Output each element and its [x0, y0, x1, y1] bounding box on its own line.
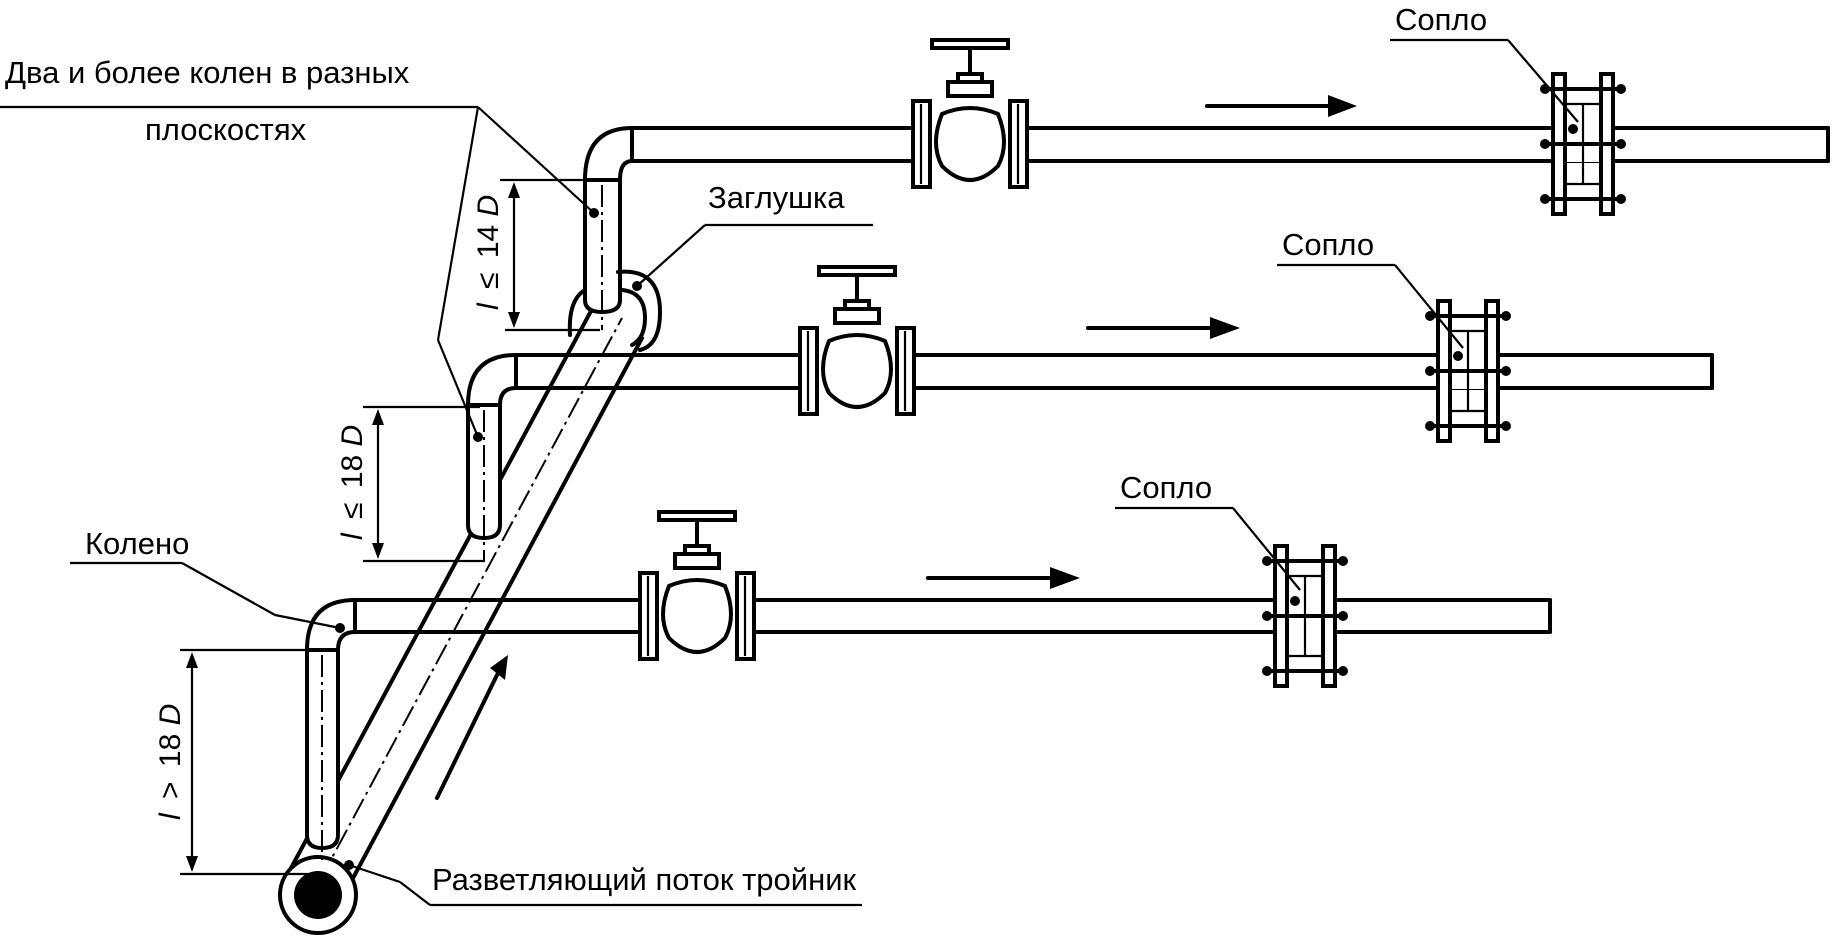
- lower-elbow: [305, 598, 357, 652]
- callout-elbow: Колено: [70, 526, 341, 630]
- flow-arrow-diagonal: [435, 655, 508, 800]
- dimension-middle: l ≤ 18 D: [336, 405, 485, 563]
- tee-fitting: [278, 855, 358, 935]
- dim-middle-rel: ≤: [336, 503, 369, 519]
- valve-top: [911, 38, 1029, 189]
- callout-nozzle-bottom: Сопло: [1115, 470, 1301, 591]
- middle-elbow: [466, 353, 518, 442]
- svg-text:l > 18 D: l > 18 D: [154, 704, 187, 820]
- callout-two-bends: Два и более колен в разных плоскостях: [0, 55, 595, 438]
- callout-tee: Разветляющий поток тройник: [344, 860, 862, 907]
- upper-riser: [583, 178, 622, 330]
- dimension-upper: l ≤ 14 D: [472, 178, 620, 332]
- middle-riser: [466, 403, 502, 560]
- callout-nozzle-middle: Сопло: [1277, 227, 1464, 349]
- valve-middle: [798, 265, 916, 416]
- flow-arrow-middle: [1086, 317, 1240, 339]
- top-branch-pipe: [630, 126, 1830, 163]
- label-plug: Заглушка: [708, 180, 845, 215]
- dim-upper-rel: ≤: [472, 273, 505, 289]
- nozzle-middle: [1425, 299, 1511, 443]
- dim-upper-value: 14: [472, 225, 505, 258]
- dim-lower-rel: >: [154, 781, 187, 799]
- label-tee: Разветляющий поток тройник: [432, 862, 857, 897]
- label-elbow: Колено: [85, 526, 189, 561]
- label-nozzle-middle: Сопло: [1282, 227, 1374, 262]
- nozzle-bottom: [1262, 544, 1348, 688]
- bottom-branch-pipe: [353, 598, 1552, 634]
- main-diagonal-pipe: [288, 296, 644, 882]
- label-nozzle-top: Сопло: [1395, 2, 1487, 37]
- dim-upper-var: l: [472, 302, 505, 310]
- nozzles: [1262, 72, 1626, 688]
- dim-lower-var: l: [154, 812, 187, 820]
- label-nozzle-bottom: Сопло: [1120, 470, 1212, 505]
- dim-lower-value: 18: [154, 734, 187, 767]
- callout-nozzle-top: Сопло: [1390, 2, 1579, 123]
- valves: [638, 38, 1029, 661]
- nozzle-top: [1540, 72, 1626, 216]
- svg-text:l ≤ 18 D: l ≤ 18 D: [336, 425, 369, 540]
- dim-lower-unit: D: [154, 704, 187, 726]
- flow-arrow-bottom: [926, 567, 1080, 589]
- lower-riser: [305, 648, 340, 860]
- upper-elbow: [583, 126, 634, 218]
- dim-middle-unit: D: [336, 425, 369, 447]
- svg-text:l ≤ 14 D: l ≤ 14 D: [472, 195, 505, 310]
- label-two-bends-line2: плоскостях: [145, 112, 307, 147]
- callout-plug: Заглушка: [636, 180, 873, 287]
- dimension-lower: l > 18 D: [154, 648, 310, 876]
- label-two-bends: Два и более колен в разных: [5, 55, 410, 90]
- flow-arrow-top: [1205, 95, 1357, 117]
- valve-bottom: [638, 510, 756, 661]
- dim-middle-value: 18: [336, 455, 369, 488]
- dim-upper-unit: D: [472, 195, 505, 217]
- middle-branch-pipe: [514, 353, 1714, 390]
- dim-middle-var: l: [336, 532, 369, 540]
